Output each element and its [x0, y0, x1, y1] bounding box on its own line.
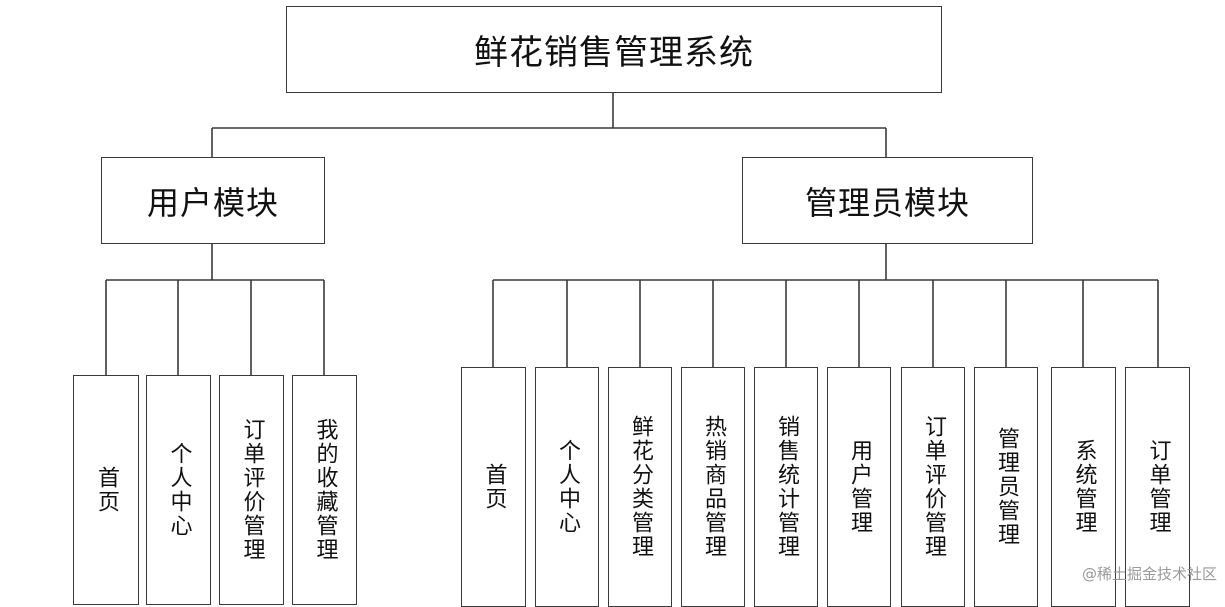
admin-leaf-profile: 个人中心 [535, 367, 599, 607]
leaf-label: 个人中心 [555, 439, 580, 535]
admin-leaf-flower-category: 鲜花分类管理 [608, 367, 672, 607]
admin-leaf-user-mgmt: 用户管理 [827, 367, 891, 607]
admin-leaf-system-mgmt: 系统管理 [1051, 367, 1116, 607]
leaf-label: 订单评价管理 [921, 415, 946, 559]
user-leaf-home: 首页 [73, 375, 139, 605]
root-box: 鲜花销售管理系统 [286, 6, 942, 93]
leaf-label: 鲜花分类管理 [628, 415, 653, 559]
admin-leaf-order-mgmt: 订单管理 [1125, 367, 1190, 607]
leaf-label: 销售统计管理 [774, 415, 799, 559]
admin-leaf-hot-products: 热销商品管理 [681, 367, 745, 607]
user-leaf-favorites: 我的收藏管理 [292, 375, 357, 605]
watermark: @稀土掘金技术社区 [1081, 565, 1217, 583]
admin-leaf-admin-mgmt: 管理员管理 [974, 367, 1038, 607]
user-module-box: 用户模块 [101, 157, 325, 244]
org-chart: 鲜花销售管理系统 用户模块 管理员模块 首页 个人中心 订单评价管理 我的收藏管… [73, 6, 1217, 607]
root-label: 鲜花销售管理系统 [474, 33, 754, 73]
leaf-label: 热销商品管理 [701, 415, 726, 559]
leaf-label: 首页 [481, 463, 507, 511]
user-leaf-order-review: 订单评价管理 [219, 375, 284, 605]
leaf-label: 订单管理 [1145, 439, 1171, 535]
leaf-label: 订单评价管理 [239, 418, 265, 562]
leaf-label: 系统管理 [1071, 439, 1097, 535]
leaf-label: 用户管理 [847, 439, 872, 535]
admin-leaf-order-review: 订单评价管理 [901, 367, 965, 607]
leaf-label: 我的收藏管理 [312, 418, 338, 562]
admin-leaf-home: 首页 [461, 367, 526, 607]
leaf-label: 管理员管理 [994, 427, 1019, 547]
connector-lines [105, 93, 1159, 375]
user-module-label: 用户模块 [146, 183, 279, 222]
admin-module-label: 管理员模块 [804, 183, 970, 222]
admin-leaf-sales-stats: 销售统计管理 [754, 367, 818, 607]
leaf-label: 个人中心 [166, 442, 192, 538]
admin-module-box: 管理员模块 [742, 157, 1033, 244]
user-leaf-profile: 个人中心 [146, 375, 211, 605]
leaf-label: 首页 [94, 466, 119, 514]
